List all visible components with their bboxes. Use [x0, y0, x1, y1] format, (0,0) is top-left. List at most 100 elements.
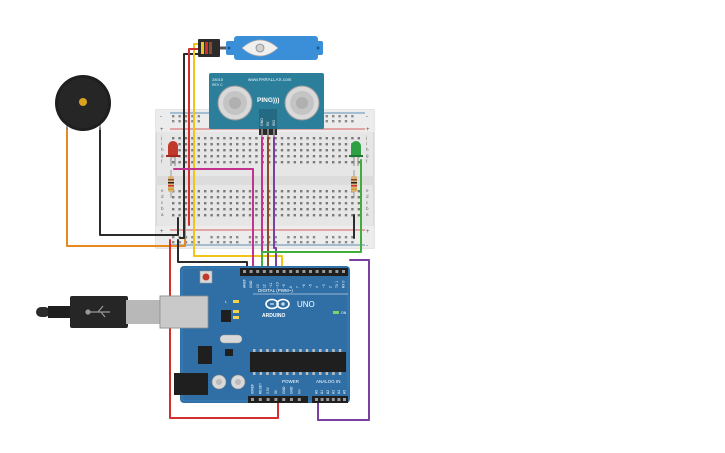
- digital-pin-hole[interactable]: [256, 270, 260, 273]
- red-led-resistor[interactable]: [168, 170, 174, 198]
- row-letter: h: [366, 147, 369, 152]
- digital-header: [240, 268, 348, 276]
- terminal-hole: [287, 208, 290, 211]
- rail-hole: [332, 241, 335, 244]
- terminal-hole: [229, 149, 232, 152]
- power-pin-hole[interactable]: [266, 398, 270, 401]
- terminal-hole: [197, 208, 200, 211]
- servo-motor[interactable]: [198, 36, 323, 60]
- digital-pin-hole[interactable]: [276, 270, 279, 273]
- terminal-hole: [191, 202, 194, 205]
- ultrasonic-sensor[interactable]: www.PARALLAX.com 28015 REV C PING))) GND…: [209, 73, 324, 137]
- terminal-hole: [306, 137, 309, 140]
- terminal-hole: [319, 196, 322, 199]
- rail-hole: [344, 120, 348, 123]
- digital-pin-hole[interactable]: [282, 270, 286, 273]
- terminal-hole: [268, 214, 271, 217]
- digital-pin-label: 13: [256, 284, 260, 288]
- green-led[interactable]: [349, 141, 363, 166]
- terminal-hole: [204, 143, 207, 146]
- terminal-hole: [351, 161, 354, 164]
- wire-black-buzzer[interactable]: [99, 127, 179, 236]
- terminal-hole: [300, 202, 303, 205]
- analog-pin-hole[interactable]: [315, 398, 318, 401]
- ic-pin: [299, 372, 302, 375]
- piezo-buzzer[interactable]: [55, 75, 111, 131]
- power-pin-hole[interactable]: [274, 398, 278, 401]
- digital-pin-hole[interactable]: [335, 270, 339, 273]
- terminal-hole: [319, 161, 322, 164]
- wire-purple-analog[interactable]: [317, 259, 370, 421]
- digital-pin-label: ~6: [302, 284, 306, 288]
- digital-pin-hole[interactable]: [322, 270, 326, 273]
- row-letter: i: [366, 141, 367, 146]
- digital-pin-hole[interactable]: [269, 270, 273, 273]
- digital-pin-hole[interactable]: [295, 270, 299, 273]
- terminal-hole: [325, 143, 328, 146]
- ic-pins: [253, 349, 342, 375]
- terminal-hole: [223, 137, 226, 140]
- terminal-hole: [210, 137, 213, 140]
- rail-hole: [191, 236, 194, 239]
- digital-pin-label: ~9: [282, 284, 286, 288]
- terminal-hole: [172, 196, 175, 199]
- rail-hole: [172, 241, 175, 244]
- row-letter: a: [161, 212, 164, 217]
- terminal-hole: [351, 202, 354, 205]
- analog-pin-hole[interactable]: [331, 398, 335, 401]
- rail-hole: [210, 236, 213, 239]
- analog-pin-hole[interactable]: [320, 398, 324, 401]
- digital-pin-hole[interactable]: [302, 270, 306, 273]
- terminal-hole: [300, 149, 303, 152]
- terminal-hole: [338, 208, 341, 211]
- wire-purple-sensor[interactable]: [273, 134, 277, 273]
- analog-pin-hole[interactable]: [337, 398, 341, 401]
- power-pin-hole[interactable]: [297, 398, 301, 401]
- terminal-hole: [338, 149, 341, 152]
- power-pin-hole[interactable]: [282, 398, 286, 401]
- wire-black-servo[interactable]: [179, 53, 202, 239]
- rail-hole: [325, 120, 328, 123]
- terminal-hole: [178, 149, 181, 152]
- analog-pin-label: A2: [326, 390, 330, 394]
- terminal-hole: [280, 137, 284, 140]
- red-led[interactable]: [166, 141, 180, 166]
- digital-pin-hole[interactable]: [249, 270, 253, 273]
- terminal-hole: [287, 190, 290, 193]
- terminal-hole: [216, 196, 220, 199]
- power-header-pins: [251, 398, 346, 401]
- led-l-label: L: [225, 300, 227, 304]
- power-jack: [174, 373, 208, 395]
- digital-pin-label: 4: [315, 286, 319, 288]
- wire-red-servo[interactable]: [188, 48, 202, 226]
- terminal-hole: [210, 196, 213, 199]
- terminal-hole: [274, 208, 277, 211]
- rail-hole: [197, 115, 200, 118]
- rail-hole: [172, 120, 175, 123]
- power-pin-hole[interactable]: [251, 398, 254, 401]
- digital-pin-hole[interactable]: [243, 270, 246, 273]
- terminal-hole: [344, 155, 348, 158]
- power-pin-hole[interactable]: [258, 398, 262, 401]
- terminal-hole: [223, 155, 226, 158]
- digital-pin-hole[interactable]: [309, 270, 312, 273]
- green-led-resistor[interactable]: [351, 170, 357, 198]
- analog-pin-hole[interactable]: [326, 398, 330, 401]
- power-pin-hole[interactable]: [290, 398, 293, 401]
- digital-pin-hole[interactable]: [315, 270, 319, 273]
- analog-pin-hole[interactable]: [343, 398, 346, 401]
- wire-yellow-servo[interactable]: [193, 43, 283, 273]
- wire-magenta-red-led[interactable]: [173, 168, 254, 273]
- digital-pin-hole[interactable]: [328, 270, 332, 273]
- digital-pin-hole[interactable]: [262, 270, 266, 273]
- wire-green-led[interactable]: [261, 159, 362, 273]
- wire-red-power[interactable]: [169, 239, 279, 419]
- analog-pin-label: A1: [320, 390, 324, 394]
- terminal-hole: [248, 161, 252, 164]
- digital-pin-hole[interactable]: [342, 270, 345, 273]
- ic-pin: [253, 372, 256, 375]
- power-pin-label: GND: [290, 386, 294, 394]
- digital-pin-hole[interactable]: [289, 270, 293, 273]
